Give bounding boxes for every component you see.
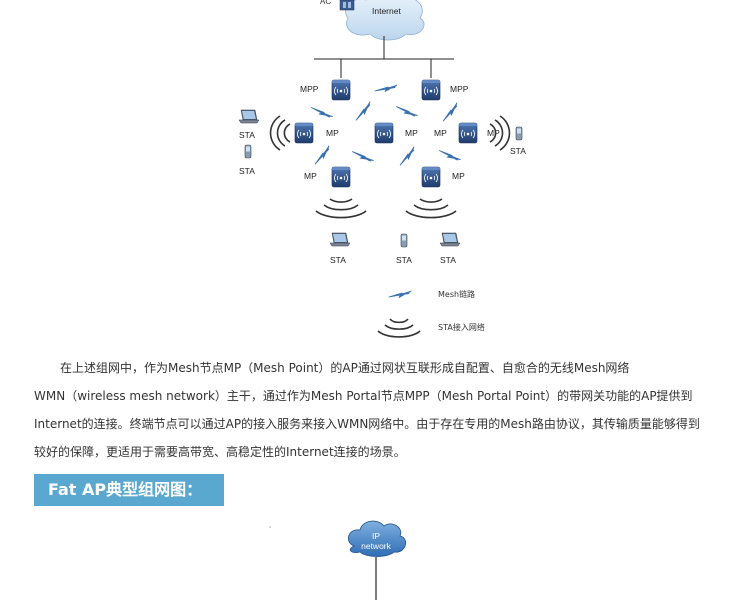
legend-mesh-link-text: Mesh链路 [438,289,475,299]
sta-laptop-bottom-right [439,232,461,247]
sta-phone-bottom-center [400,233,408,248]
mp-bottom-left [331,166,351,188]
sta-label-3: STA [510,146,526,156]
mp-label-bottom-left: MP [304,171,317,181]
description-line-4: 较好的保障，更适用于需要高带宽、高稳定性的Internet连接的场景。 [34,445,406,459]
legend-sta-access-text: STA接入网络 [438,322,485,332]
sta-phone-right [515,126,523,141]
description-paragraph: 在上述组网中，作为Mesh节点MP（Mesh Point）的AP通过网状互联形成… [34,354,724,466]
section-title-banner: Fat AP典型组网图： [34,474,224,506]
mp-right [458,122,478,144]
mp-center [374,122,394,144]
sta-label-4: STA [330,255,346,265]
wireless-waves [269,115,511,219]
sta-laptop-left [238,109,260,124]
mp-bottom-right [421,166,441,188]
ac-device: AC [320,0,355,11]
mp-label-right-outer: MP [487,128,500,138]
mp-left [294,122,314,144]
lightning-arrow-icon [388,290,412,298]
sta-label-1: STA [239,130,255,140]
ac-label: AC [320,0,331,6]
mp-label-right-inner: MP [434,128,447,138]
cloud-label: Internet [372,6,401,16]
mpp-label-left: MPP [300,84,319,94]
wired-links [314,36,454,78]
mp-label-bottom-right: MP [452,171,465,181]
sta-laptop-bottom-left [329,232,351,247]
ip-network-cloud: IP network [347,520,407,557]
legend: Mesh链路 STA接入网络 [377,289,485,338]
description-line-2: WMN（wireless mesh network）主干，通过作为Mesh Po… [34,389,693,403]
description-line-1: 在上述组网中，作为Mesh节点MP（Mesh Point）的AP通过网状互联形成… [60,361,630,375]
mp-label-left: MP [326,128,339,138]
description-line-3: Internet的连接。终端节点可以通过AP的接入服务来接入WMN网络中。由于存… [34,417,700,431]
stray-dot [269,526,271,528]
mpp-left [331,79,351,101]
sta-phone-left [244,144,252,159]
wireless-waves-icon [377,318,421,338]
ip-cloud-label-line1: IP [372,531,380,541]
mpp-label-right: MPP [450,84,469,94]
mp-label-center: MP [405,128,418,138]
sta-label-6: STA [440,255,456,265]
sta-label-2: STA [239,166,255,176]
ip-cloud-label-line2: network [361,541,392,551]
internet-cloud: Internet [345,0,425,41]
sta-label-5: STA [396,255,412,265]
mpp-right [421,79,441,101]
